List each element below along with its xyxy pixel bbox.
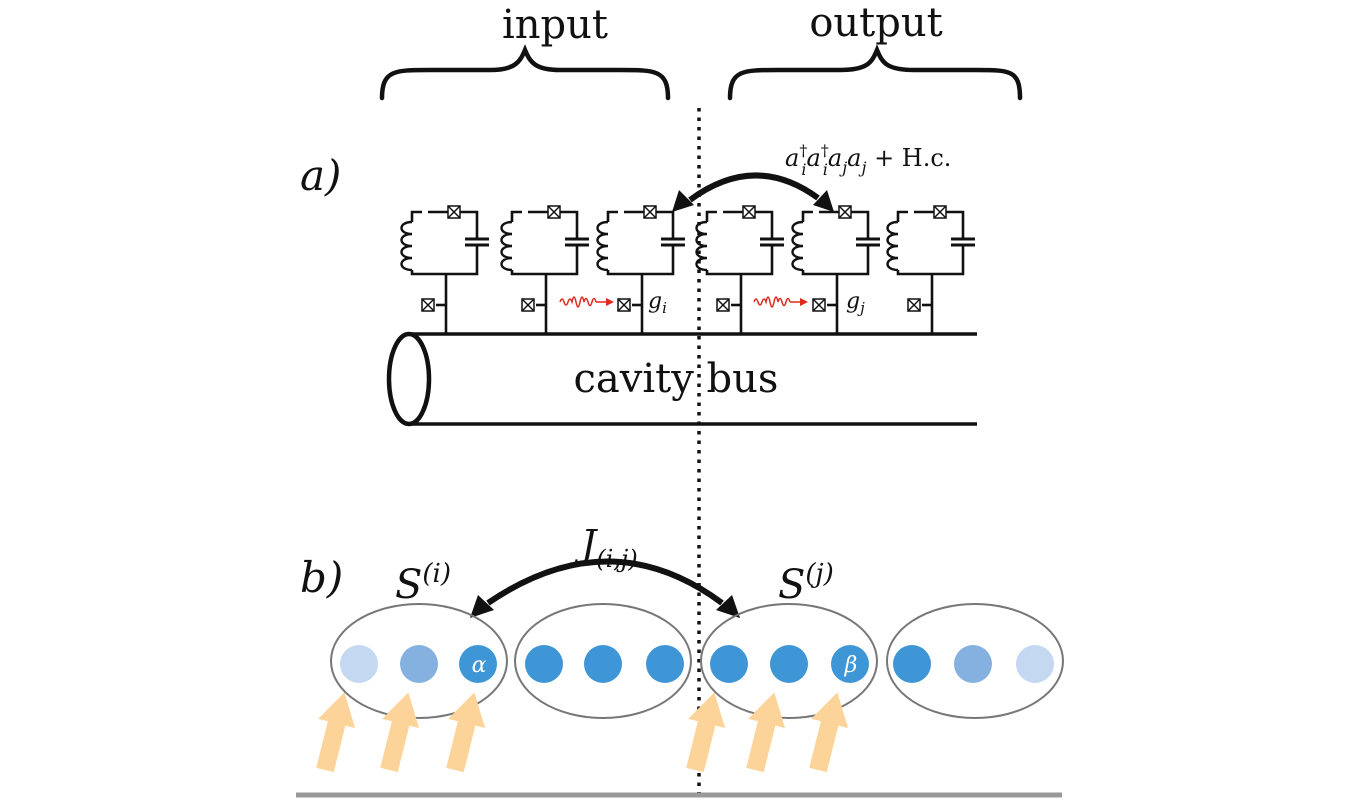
node xyxy=(646,645,684,683)
group-1 xyxy=(330,603,508,719)
node xyxy=(340,645,378,683)
coupling-term: a†ia†iajaj + H.c. xyxy=(785,141,951,179)
S-j-label: S(j) xyxy=(778,559,834,608)
output-brace xyxy=(727,44,1023,101)
J-arrow xyxy=(486,558,724,606)
node xyxy=(710,645,748,683)
g-i: gi xyxy=(648,289,667,317)
qubit-4 xyxy=(697,206,785,333)
input-label: input xyxy=(502,2,608,48)
node-beta xyxy=(831,645,869,683)
qubit-1 xyxy=(402,206,490,333)
drive-arrow xyxy=(436,687,493,775)
node xyxy=(770,645,808,683)
qubit-6 xyxy=(888,206,976,333)
node xyxy=(584,645,622,683)
group-4 xyxy=(886,603,1064,719)
panel-b-label: b) xyxy=(300,553,343,602)
S-i-label: S(i) xyxy=(395,559,451,608)
pulse-i xyxy=(559,296,615,308)
node xyxy=(525,645,563,683)
panel-a-label: a) xyxy=(300,151,341,200)
drive-arrow xyxy=(370,687,427,775)
node xyxy=(1016,645,1054,683)
coupling-arrow xyxy=(688,172,820,203)
qubit-3 xyxy=(598,206,686,333)
group-2 xyxy=(514,603,692,719)
drive-arrow xyxy=(799,687,856,775)
bus-end-ellipse xyxy=(386,331,432,427)
pulse-j xyxy=(753,296,809,308)
input-brace xyxy=(379,44,671,101)
bus-label: cavity bus xyxy=(574,356,779,402)
group-3 xyxy=(700,603,878,719)
qubit-2 xyxy=(502,206,590,333)
node-alpha xyxy=(459,645,497,683)
g-j: gj xyxy=(846,289,865,317)
node xyxy=(893,645,931,683)
drive-arrow xyxy=(736,687,793,775)
qubit-5 xyxy=(793,206,881,333)
alpha-label: α xyxy=(472,653,487,678)
output-label: output xyxy=(809,0,942,46)
node xyxy=(400,645,438,683)
beta-label: β xyxy=(844,653,858,678)
node xyxy=(954,645,992,683)
